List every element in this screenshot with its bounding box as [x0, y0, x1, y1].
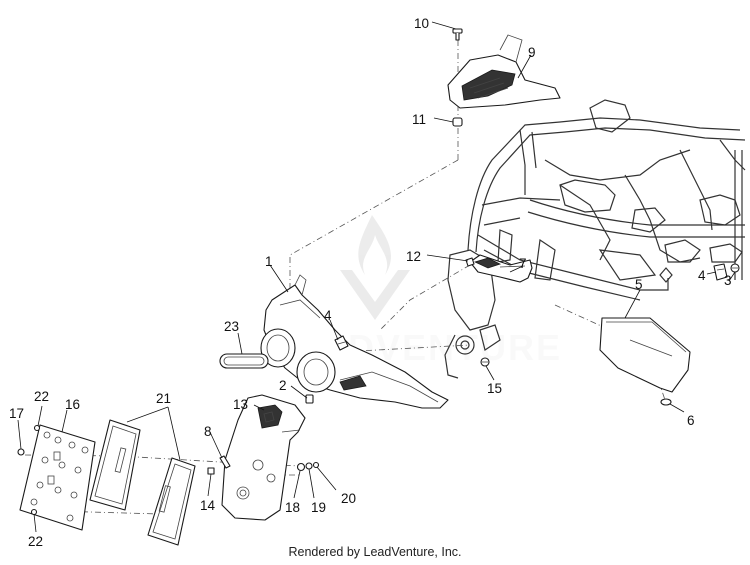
part-7-bracket	[469, 254, 533, 283]
callout-4-left: 4	[324, 308, 332, 323]
callout-14: 14	[200, 498, 216, 513]
callout-7: 7	[519, 256, 527, 271]
part-15-screw	[480, 357, 490, 367]
part-11-clip	[452, 117, 463, 127]
part-4-clip-left	[334, 335, 349, 351]
callout-22-bottom: 22	[28, 534, 43, 549]
part-5-side-cover	[599, 317, 691, 393]
part-23-reflector	[219, 353, 269, 369]
part-14-screw	[207, 467, 215, 475]
callout-15: 15	[487, 381, 502, 396]
part-9-cover	[447, 34, 561, 109]
part-20-nut	[312, 461, 320, 469]
callout-labels: 10 9 11 12 7 5 3 4 15 6 1 4 2 23 13 8 14…	[9, 16, 732, 549]
callout-10: 10	[414, 16, 429, 31]
leader-lines	[17, 21, 736, 533]
part-10-screw	[452, 28, 463, 41]
callout-20: 20	[341, 491, 356, 506]
part-19-washer	[305, 462, 313, 470]
callout-13: 13	[233, 397, 248, 412]
part-4-clip-right	[713, 263, 728, 281]
callout-3: 3	[724, 273, 732, 288]
callout-2: 2	[279, 378, 287, 393]
part-6-grommet	[660, 398, 672, 406]
part-8-screw	[219, 455, 231, 469]
callout-9: 9	[528, 45, 536, 60]
callout-23: 23	[224, 319, 239, 334]
callout-16: 16	[65, 397, 80, 412]
part-16-plate	[19, 424, 96, 531]
part-3-screw	[730, 263, 740, 273]
callout-11: 11	[412, 112, 426, 127]
callout-17: 17	[9, 406, 24, 421]
part-21-spacer-right	[147, 457, 196, 546]
part-22-screw-bottom	[30, 508, 38, 516]
callout-21: 21	[156, 391, 171, 406]
callout-8: 8	[204, 424, 212, 439]
part-22-screw-top	[33, 424, 41, 432]
callout-18: 18	[285, 500, 300, 515]
part-21-spacer-left	[89, 419, 141, 511]
callout-22-top: 22	[34, 389, 49, 404]
part-17-screw	[17, 448, 25, 456]
footer-credit: Rendered by LeadVenture, Inc.	[288, 545, 462, 559]
main-frame	[444, 99, 746, 379]
part-1-tail-bracket	[260, 274, 449, 409]
callout-4-right: 4	[698, 268, 706, 283]
callout-12: 12	[406, 249, 421, 264]
callout-1: 1	[265, 254, 273, 269]
callout-6: 6	[687, 413, 695, 428]
part-2-screw	[305, 394, 314, 404]
part-18-washer	[296, 462, 306, 472]
callout-5: 5	[635, 277, 643, 292]
part-12-screw	[465, 257, 475, 267]
callout-19: 19	[311, 500, 326, 515]
